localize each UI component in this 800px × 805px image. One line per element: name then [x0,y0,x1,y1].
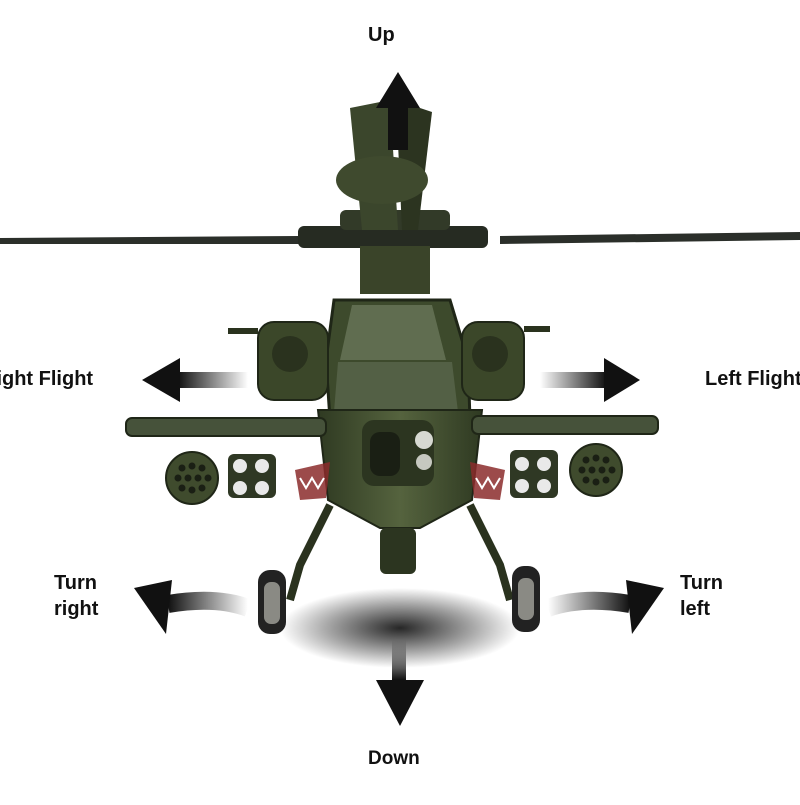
curved-arrow-right-icon [545,580,664,634]
ground-shadow [280,588,520,668]
curved-arrow-left-icon [134,580,252,634]
weapon-pods [165,443,623,505]
left-arrow-icon [142,358,248,402]
down-arrow-icon [376,640,424,726]
label-turn-left-line2: left [680,598,710,620]
landing-gear [258,503,540,634]
label-turn-right: Turn right [54,570,98,622]
label-turn-right-line1: Turn [54,572,97,594]
label-turn-right-line2: right [54,598,99,620]
fuselage [295,298,505,529]
label-left-flight: Left Flight [705,368,800,390]
label-up: Up [368,24,395,46]
label-turn-left: Turn left [680,570,723,622]
stub-wings [125,415,659,437]
right-arrow-icon [540,358,640,402]
up-arrow-icon [376,72,420,150]
label-down: Down [368,748,420,769]
label-right-flight: Right Flight [0,368,94,390]
engines [228,321,550,401]
main-rotor [0,100,800,294]
label-turn-left-line1: Turn [680,572,723,594]
